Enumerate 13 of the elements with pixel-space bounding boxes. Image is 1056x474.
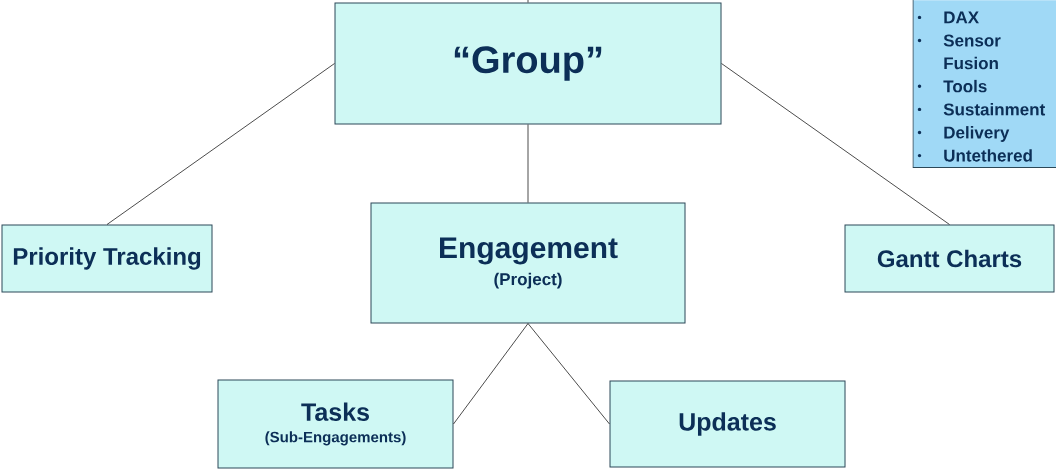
list-box: DAX Sensor Fusion Tools Sustainment Delivery Untethered (912, 0, 1056, 168)
connector-line (527, 124, 529, 203)
topic-box: Updates (609, 380, 846, 468)
topic-box: Priority Tracking (1, 224, 213, 293)
connector-line (527, 0, 529, 3)
topic-box: Gantt Charts (844, 224, 1055, 293)
connector-line (527, 323, 610, 425)
topic-box: Tasks (Sub-Engagements) (217, 379, 454, 469)
topic-box: Engagement (Project) (370, 202, 686, 324)
connector-line (106, 63, 335, 225)
root-box: “Group” (334, 2, 722, 125)
connector-line (721, 63, 950, 225)
connector-line (453, 323, 529, 425)
